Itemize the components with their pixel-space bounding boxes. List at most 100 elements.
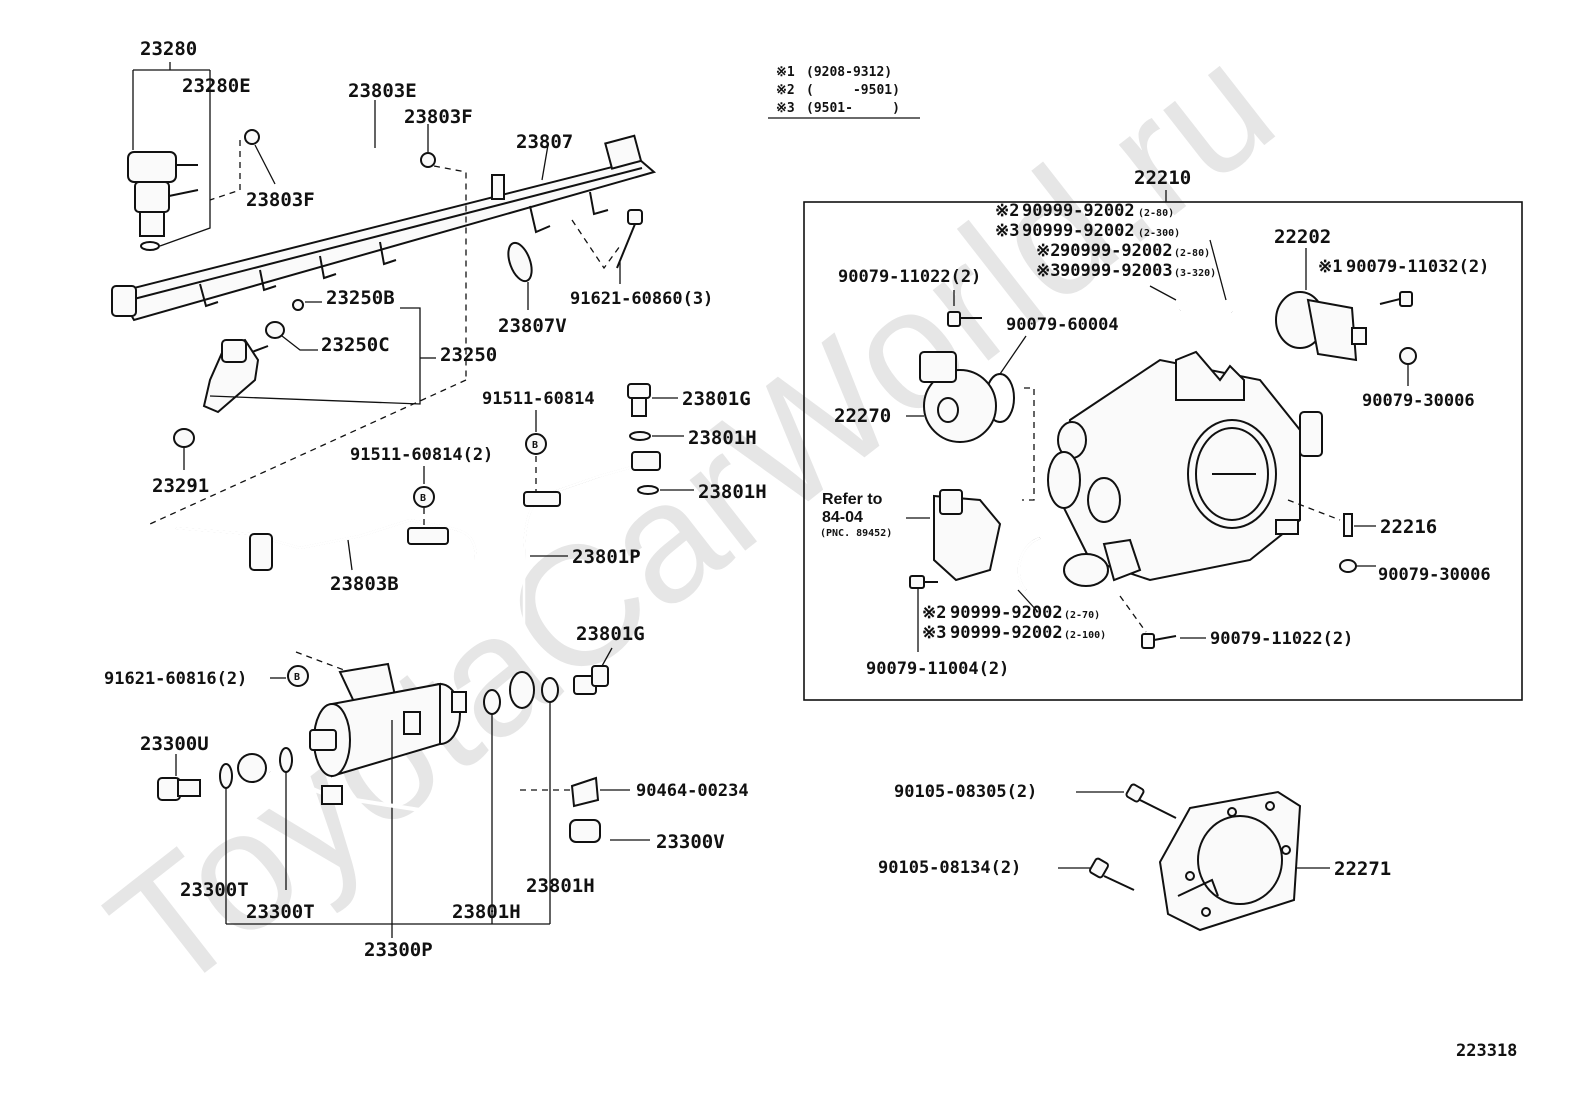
bracket-23300P — [226, 923, 550, 938]
hose-c1-mark: ※2 — [922, 603, 946, 623]
label-22210: 22210 — [1134, 167, 1191, 189]
mark-1: ※1 — [1318, 257, 1342, 277]
hose-c2-mark: ※3 — [922, 623, 946, 643]
label-90079-11032: 90079-11032(2) — [1346, 257, 1489, 277]
gasket-23300T-b — [279, 747, 293, 773]
refer-line-1: Refer to — [822, 491, 883, 508]
label-23801G-a: 23801G — [682, 388, 751, 410]
legend-mark-2: ※2 — [776, 83, 795, 98]
label-22270: 22270 — [834, 405, 891, 427]
hose-a2-mark: ※3 — [995, 221, 1019, 241]
refer-line-2: 84-04 — [822, 509, 863, 526]
throttle-position-sensor-22270 — [919, 351, 997, 443]
label-23807: 23807 — [516, 131, 573, 153]
label-23803B: 23803B — [330, 573, 399, 595]
leader-23807 — [541, 144, 549, 181]
legend-mark-3: ※3 — [776, 101, 795, 116]
fuel-filter-23300 — [309, 662, 467, 778]
hose-b2: 90999-92003 — [1060, 261, 1173, 281]
label-90105-08305: 90105-08305(2) — [894, 782, 1037, 802]
label-90105-08134: 90105-08134(2) — [878, 858, 1021, 878]
union-bolt-23801G-b — [573, 665, 609, 695]
nut-90079-30006-a — [1399, 347, 1417, 365]
fuel-delivery-pipe — [111, 134, 657, 322]
label-22202: 22202 — [1274, 226, 1331, 248]
hose-c1-len: (2-70) — [1064, 610, 1100, 621]
label-23801G-b: 23801G — [576, 623, 645, 645]
insulator-23807V — [507, 241, 533, 283]
fuel-pipe-23801P — [509, 451, 661, 709]
clamp-90464-00234 — [570, 776, 600, 808]
hose-a1-len: (2-80) — [1138, 208, 1174, 219]
label-91511-60814: 91511-60814 — [482, 389, 595, 409]
fuel-hose-pipe — [269, 770, 601, 843]
legend-range-1: (9208-9312) — [806, 65, 892, 80]
fuel-injector-23250 — [202, 338, 269, 414]
bracket-23280 — [132, 69, 211, 247]
legend-mark-1: ※1 — [776, 65, 795, 80]
bolt-mark-b-1 — [413, 486, 435, 508]
bolt-90079-11032 — [1379, 291, 1413, 307]
label-23250C: 23250C — [321, 334, 390, 356]
gasket-23801H-c — [483, 689, 501, 715]
hose-a1-mark: ※2 — [995, 201, 1019, 221]
hose-c2: 90999-92002 — [950, 623, 1063, 643]
label-23801H-a: 23801H — [688, 427, 757, 449]
hose-b1-mark: ※2 — [1036, 241, 1060, 261]
label-23300T-b: 23300T — [246, 901, 315, 923]
union-bolt-23801G-a — [627, 383, 651, 417]
union-bolt-23300U — [157, 777, 201, 801]
label-23801H-d: 23801H — [526, 875, 595, 897]
insulator-23291 — [173, 428, 195, 448]
gasket-23300T-a — [219, 763, 233, 789]
label-90079-11004: 90079-11004(2) — [866, 659, 1009, 679]
label-23280E: 23280E — [182, 75, 251, 97]
screw-90105-08134 — [1089, 857, 1135, 891]
label-90464-00234: 90464-00234 — [636, 781, 749, 801]
label-23807V: 23807V — [498, 315, 567, 337]
label-90079-30006-a: 90079-30006 — [1362, 391, 1475, 411]
label-23803F-b: 23803F — [404, 106, 473, 128]
sensor-pnc-89452 — [933, 489, 1002, 582]
svg-text:B: B — [420, 493, 426, 504]
screw-90105-08305 — [1125, 783, 1177, 819]
throttle-body-box — [803, 201, 1523, 701]
label-90079-11022-b: 90079-11022(2) — [1210, 629, 1353, 649]
grommet-23250B — [292, 299, 304, 311]
label-22271: 22271 — [1334, 858, 1391, 880]
hose-c2-len: (2-100) — [1064, 630, 1106, 641]
label-23300T-a: 23300T — [180, 879, 249, 901]
hose-a1: 90999-92002 — [1022, 201, 1135, 221]
label-23250: 23250 — [440, 344, 497, 366]
svg-text:B: B — [294, 672, 300, 683]
legend: ※1 (9208-9312) ※2 ( -9501) ※3 (9501- ) — [768, 65, 920, 119]
label-23801H-c: 23801H — [452, 901, 521, 923]
hose-a2-len: (2-300) — [1138, 228, 1180, 239]
clamp-23803F-a — [244, 129, 260, 145]
label-23291: 23291 — [152, 475, 209, 497]
refer-line-3: (PNC. 89452) — [820, 528, 892, 539]
label-23803E: 23803E — [348, 80, 417, 102]
hose-c1: 90999-92002 — [950, 603, 1063, 623]
diagram-id: 223318 — [1456, 1041, 1517, 1061]
legend-range-2: ( -9501) — [806, 83, 900, 98]
label-90079-11022-a: 90079-11022(2) — [838, 267, 981, 287]
bolt-90079-11022-b — [1141, 633, 1177, 649]
hose-23803E — [279, 124, 413, 162]
nut-90079-30006-b — [1339, 559, 1357, 573]
fitting-eye — [237, 753, 267, 783]
gasket-23801H-a — [629, 431, 651, 441]
bolt-91621-60860 — [616, 209, 643, 269]
label-91621-60860: 91621-60860(3) — [570, 289, 713, 309]
o-ring-23250C — [265, 321, 285, 339]
label-23280: 23280 — [140, 38, 197, 60]
label-23801P: 23801P — [572, 546, 641, 568]
hose-a2: 90999-92002 — [1022, 221, 1135, 241]
hose-b1: 90999-92002 — [1060, 241, 1173, 261]
idle-air-control-valve-22202 — [1275, 291, 1367, 362]
throttle-body — [1047, 350, 1323, 587]
label-91511-60814-2: 91511-60814(2) — [350, 445, 493, 465]
label-90079-30006-b: 90079-30006 — [1378, 565, 1491, 585]
gasket-23801H-d — [541, 677, 559, 703]
